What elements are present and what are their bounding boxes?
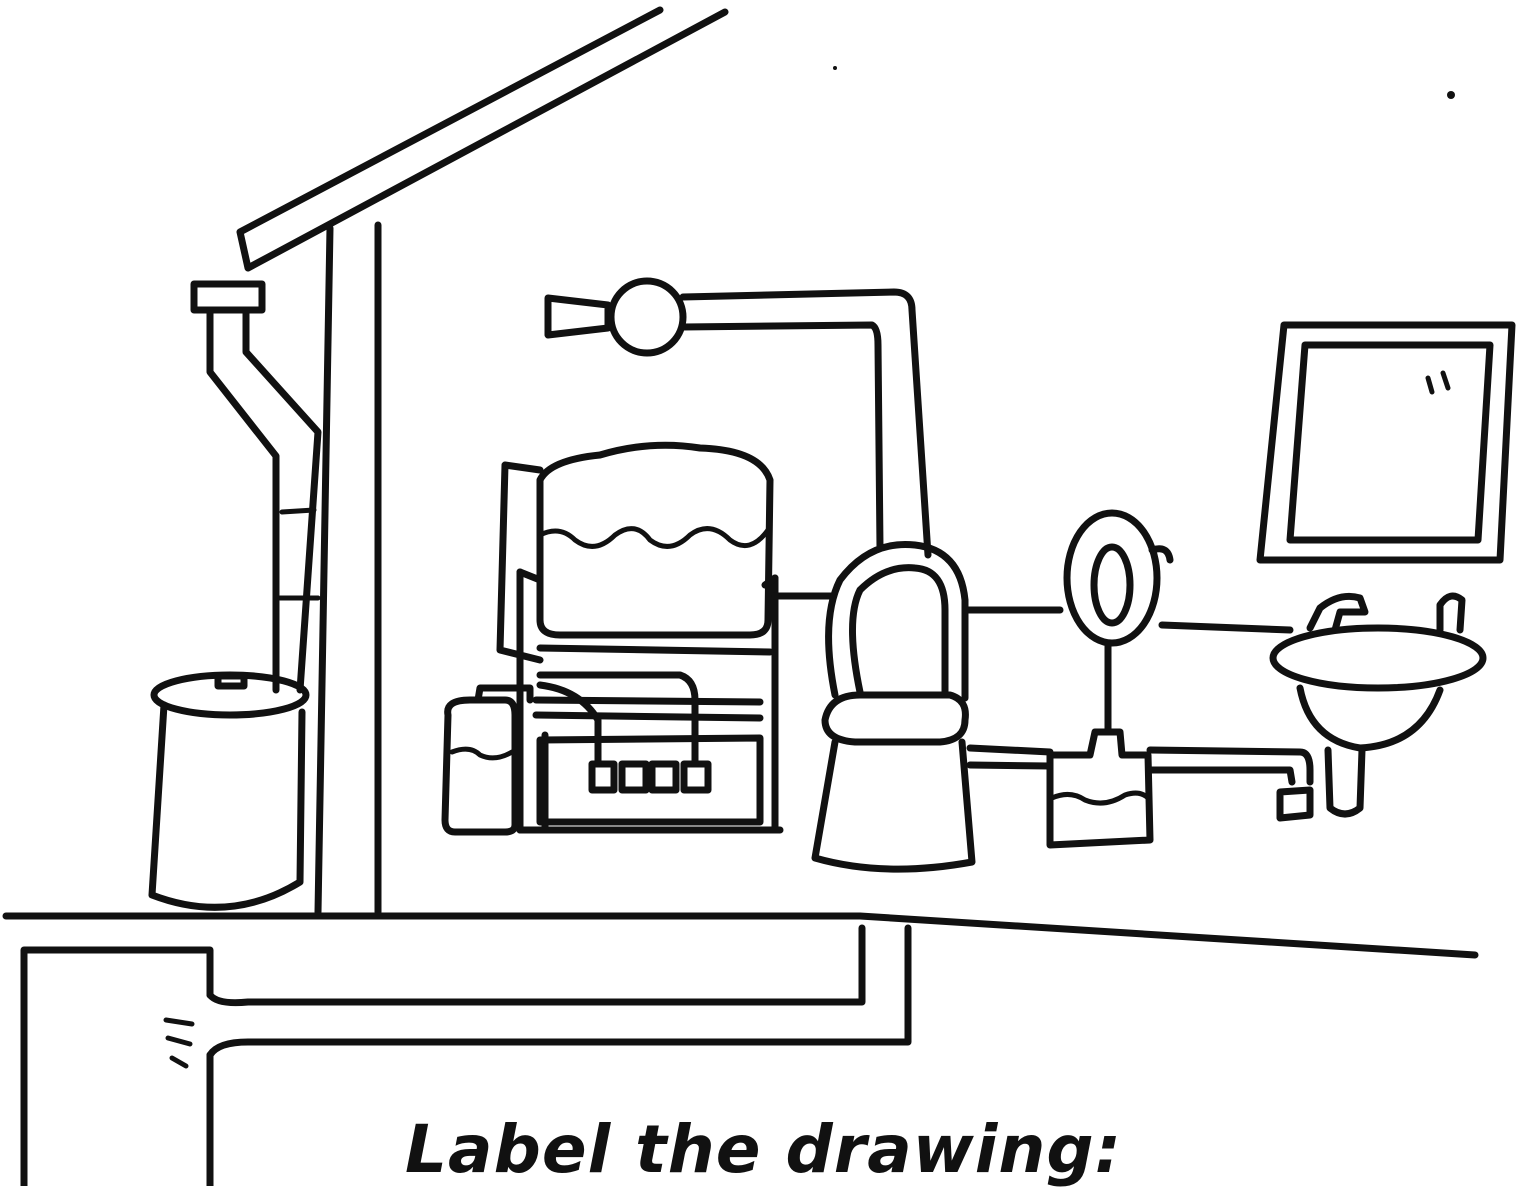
outer-wall [318,225,378,912]
gas-cylinder [445,688,530,832]
window [1260,325,1512,560]
water-heater-tank [500,445,832,830]
speck [833,66,837,70]
stove-with-burners [540,675,760,822]
ventilation-fan [548,281,683,353]
vent-duct [683,292,928,555]
speck [1447,91,1455,99]
mirror [1067,513,1170,643]
washbasin [1273,628,1483,818]
drain-pipe [210,928,908,1055]
rainwater-tank [152,675,306,907]
water-bucket [970,645,1310,845]
roof [240,10,725,268]
worksheet-caption: Label the drawing: [0,1110,1527,1190]
floor [6,916,1475,955]
roof-gutter [194,284,262,310]
water-pipe [1162,625,1290,630]
downpipe [210,310,318,690]
toilet [815,544,972,869]
